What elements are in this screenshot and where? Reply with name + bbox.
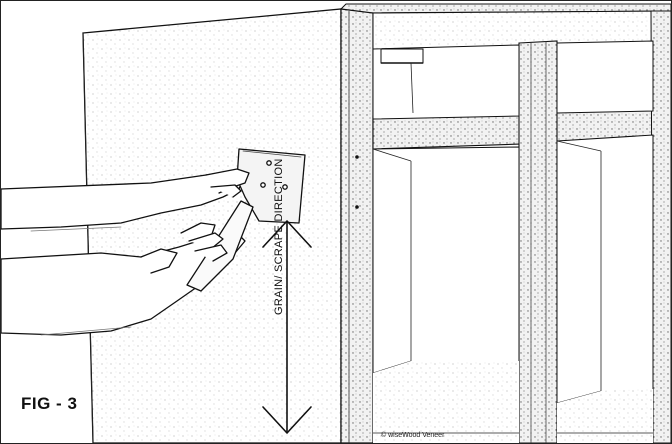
- upper-openings: [373, 41, 653, 119]
- figure-label: FIG - 3: [21, 394, 77, 414]
- grain-direction-label: GRAIN/ SCRAPE DIRECTION: [273, 158, 285, 315]
- scraper-screw: [261, 183, 265, 187]
- copyright-credit: © wiseWood Veneer: [381, 432, 444, 439]
- lower-openings: [373, 135, 653, 443]
- scraper-screw: [267, 161, 271, 165]
